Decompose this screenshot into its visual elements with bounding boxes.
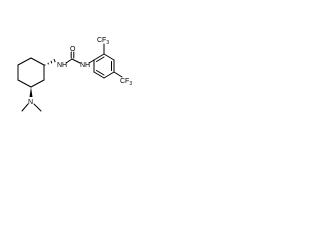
bond-n-methyl-left <box>21 103 29 112</box>
carbonyl-oxygen-label: O <box>70 46 76 53</box>
nh-left-atom-label: NH <box>57 62 67 69</box>
hashed-wedge-bond-c1-nh <box>44 58 56 66</box>
bond-n-methyl-right <box>33 103 42 112</box>
bond-ring-cf3-bottom <box>113 71 123 78</box>
cf3-bottom-label: CF3 <box>120 78 132 87</box>
amine-nitrogen-label: N <box>28 99 33 106</box>
nh-right-atom-label: NH <box>80 62 90 69</box>
bond-nh-carbonyl <box>65 58 73 64</box>
solid-wedge-bond-c2-n <box>29 87 33 97</box>
cf3-top-label: CF3 <box>97 37 109 46</box>
cyclohexane-ring <box>17 57 45 88</box>
bond-carbonyl-nh <box>71 58 81 64</box>
benzene-ring <box>93 53 115 79</box>
bond-nh-aryl <box>88 59 95 64</box>
molecule-structure-diagram: NH O NH CF3 CF3 N <box>17 37 132 112</box>
